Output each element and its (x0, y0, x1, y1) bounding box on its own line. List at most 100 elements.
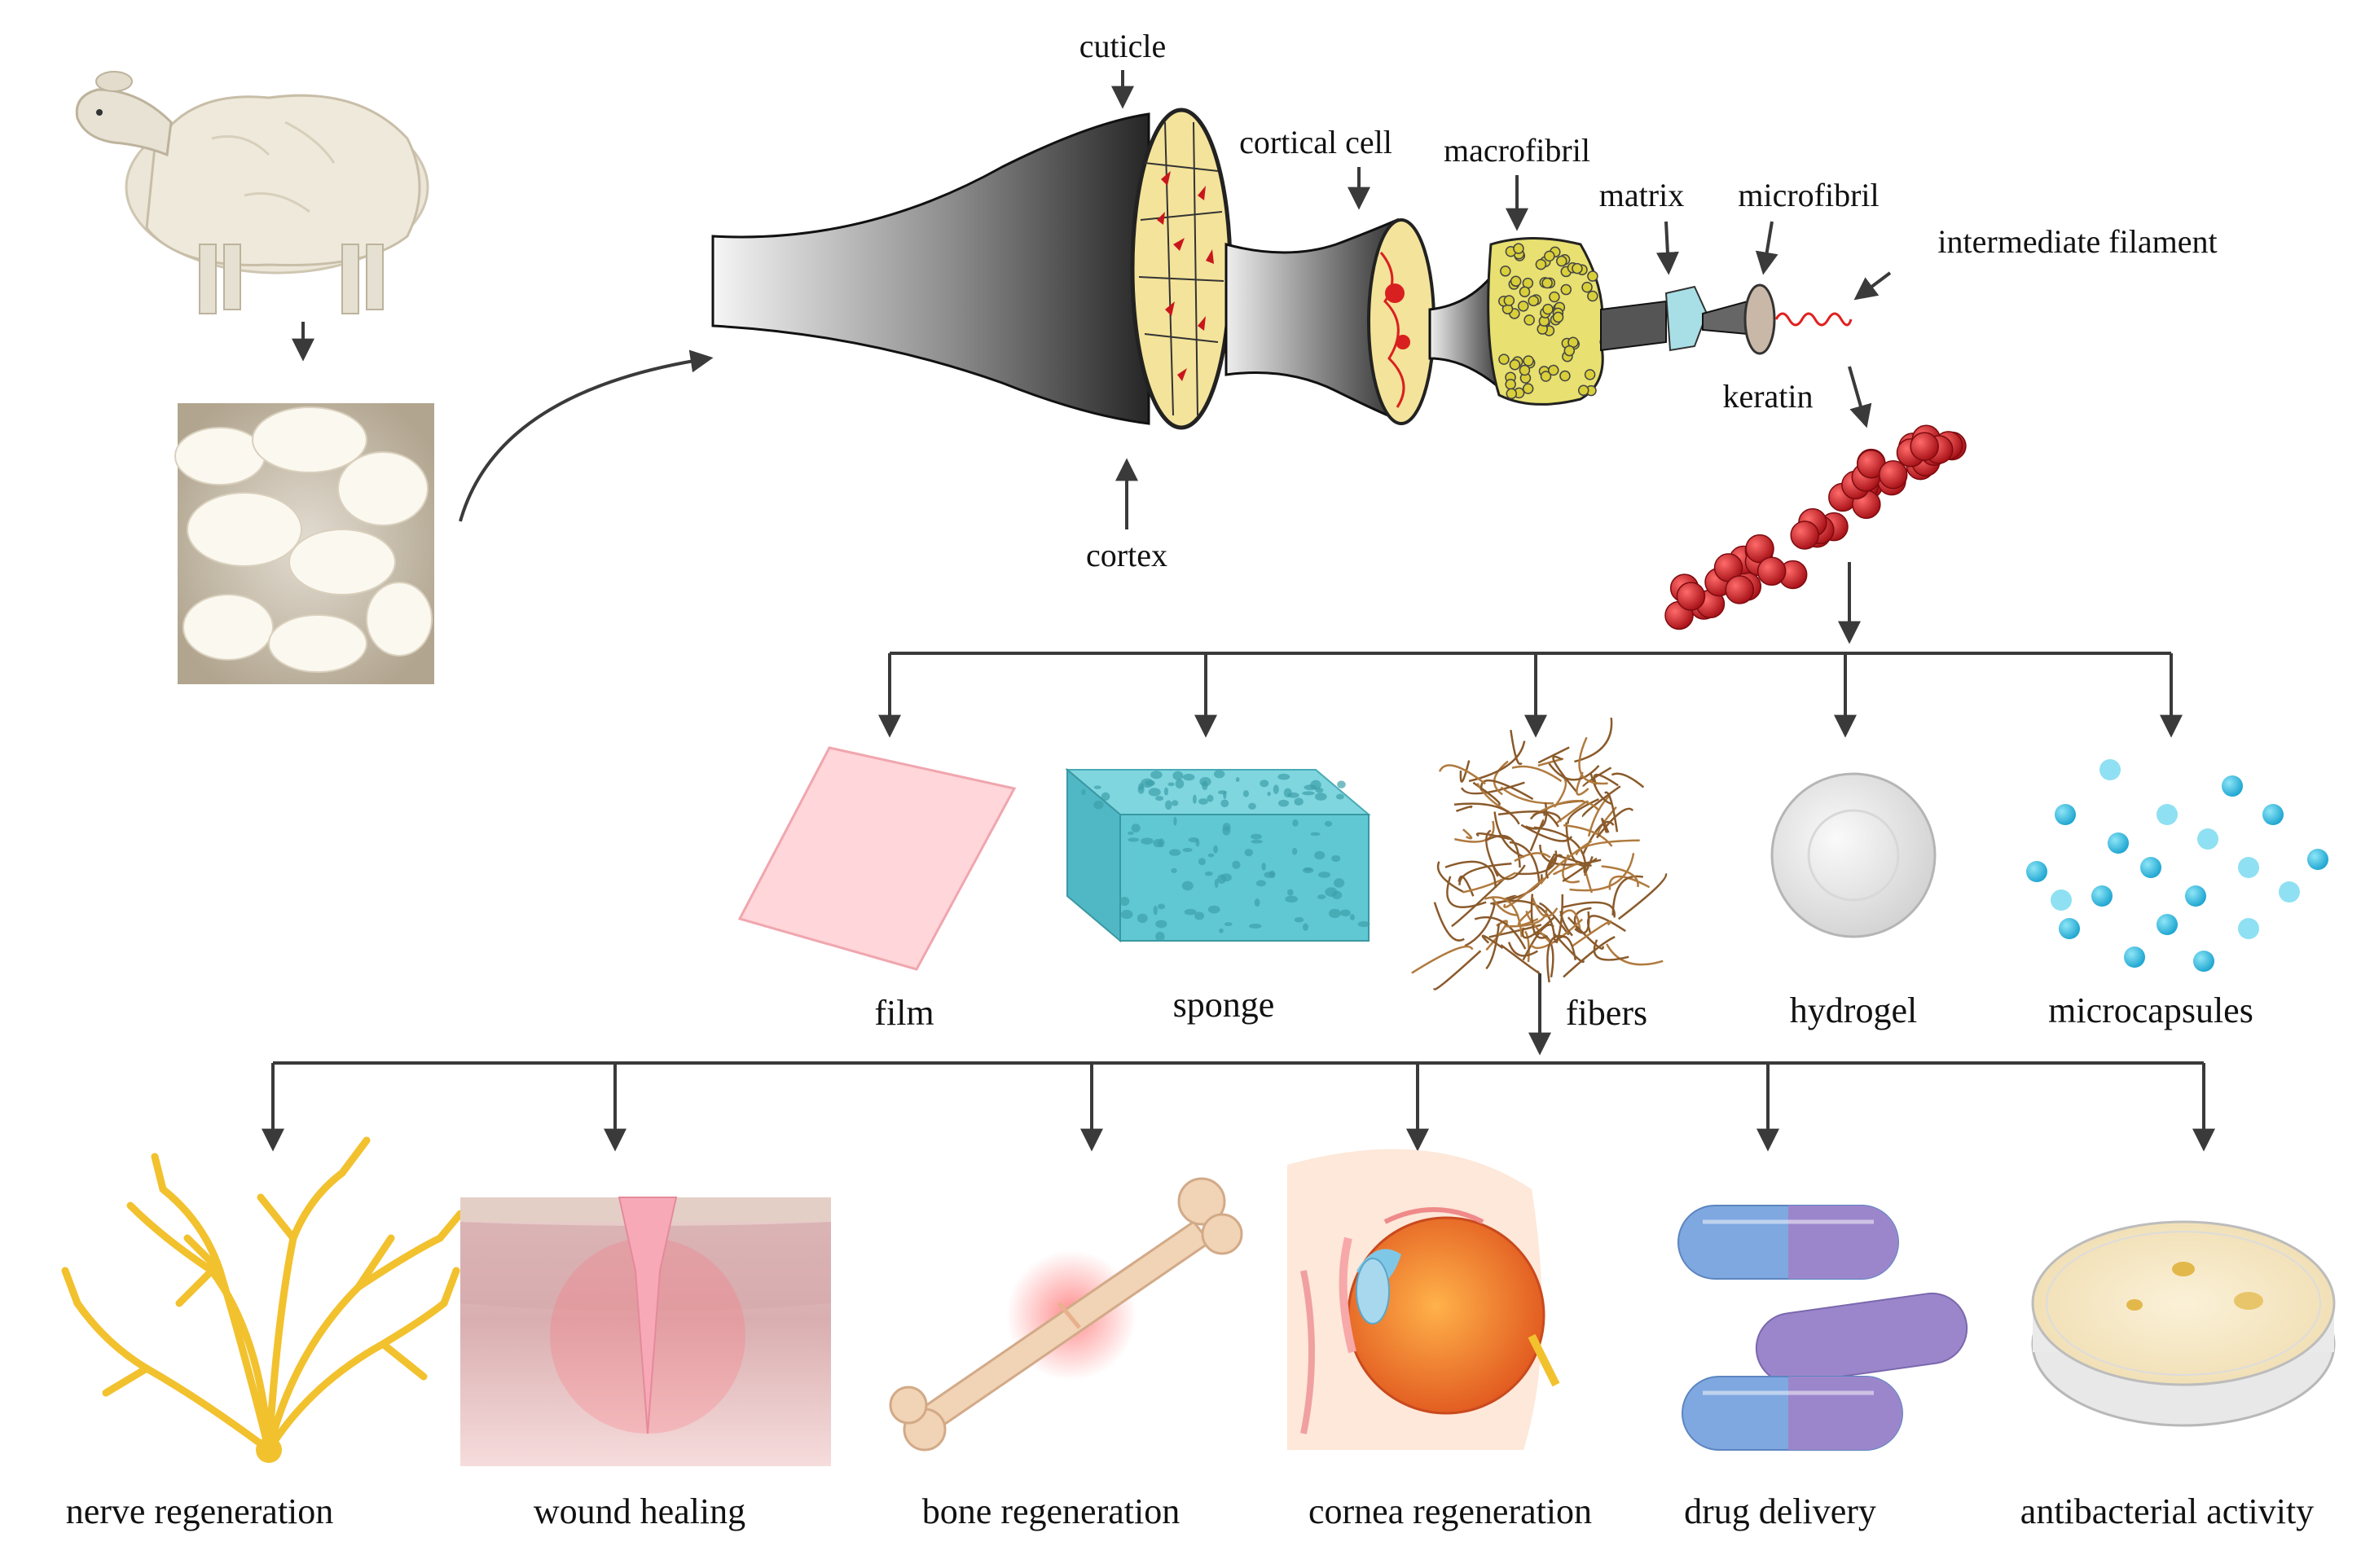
sponge-pore (1224, 922, 1233, 926)
fiber-strand (1433, 950, 1482, 990)
sponge-pore (1339, 909, 1351, 916)
sponge-pore (1264, 872, 1276, 878)
macrofibril-dot (1506, 388, 1518, 400)
macrofibril-dot (1548, 364, 1559, 376)
microcapsule-dot (2262, 804, 2284, 825)
fiber-strand (1603, 791, 1619, 832)
label-wound-healing: wound healing (534, 1491, 745, 1531)
keratin-protein-chain (1664, 424, 1967, 630)
sponge-pore (1182, 773, 1195, 781)
sponge-pore (1198, 858, 1206, 866)
fiber-strand (1521, 916, 1555, 939)
fiber-strand (1574, 717, 1613, 763)
sponge-pore (1294, 797, 1304, 806)
label-bone-regeneration: bone regeneration (922, 1491, 1180, 1531)
fiber-strand (1530, 894, 1549, 939)
label-antibacterial-activity: antibacterial activity (2020, 1491, 2314, 1531)
label-drug-delivery: drug delivery (1684, 1491, 1876, 1531)
sponge-pore (1207, 853, 1215, 858)
macrofibril-dot (1519, 364, 1531, 376)
fiber-strand (1581, 785, 1621, 818)
microcapsule-dot (2307, 849, 2328, 870)
macrofibril-dot (1513, 243, 1524, 254)
arrow-microfibril (1755, 221, 1778, 275)
macrofibril-dot (1528, 295, 1539, 307)
macrofibril-dot (1541, 277, 1553, 289)
sponge-pore (1287, 792, 1299, 798)
film-illustration (737, 746, 1017, 971)
fiber-strand (1446, 876, 1487, 908)
macrofibril-dot (1519, 286, 1531, 298)
keratin-sphere (1879, 459, 1908, 490)
wound-illustration (460, 1197, 831, 1466)
sponge-pore (1251, 839, 1263, 844)
fiber-strand (1500, 944, 1541, 974)
microcapsule-dot (2279, 881, 2300, 903)
sponge-pore (1254, 898, 1260, 907)
fiber-strand (1539, 844, 1602, 866)
sponge-pore (1153, 905, 1158, 916)
sponge-pore (1285, 895, 1299, 903)
raw-wool-photo (174, 403, 434, 684)
sponge-pore (1131, 824, 1141, 832)
sponge-pore (1310, 780, 1321, 790)
sponge-pore (1153, 838, 1163, 848)
sponge-pore (1128, 837, 1140, 842)
cornea-eye-illustration (1287, 1149, 1560, 1450)
sponge-pore (1213, 845, 1219, 854)
sponge-pore (1302, 791, 1315, 796)
sponge-pore (1184, 908, 1197, 916)
microcapsule-dot (2055, 804, 2076, 825)
sponge-pore (1249, 924, 1262, 929)
sponge-pore (1334, 878, 1345, 888)
fiber-strand (1474, 916, 1527, 950)
keratin-sphere (1745, 534, 1774, 564)
sponge-pore (1235, 777, 1240, 783)
sponge-pore (1119, 897, 1130, 907)
arrow-intermediate-filament (1853, 271, 1892, 301)
microcapsule-dot (2238, 857, 2259, 878)
sponge-pore (1163, 787, 1169, 796)
fiber-strand (1545, 854, 1555, 880)
macrofibril-dot (1563, 345, 1576, 357)
fiber-strand (1611, 772, 1645, 788)
macrofibril-dot (1500, 266, 1511, 277)
sponge-pore (1172, 771, 1184, 780)
fiber-strand (1479, 779, 1534, 801)
fiber-strand (1587, 794, 1611, 837)
fiber-strand (1458, 863, 1512, 885)
sponge-pore (1213, 770, 1225, 779)
sponge-pore (1248, 802, 1256, 810)
sponge-pore (1207, 794, 1214, 802)
fiber-strand (1514, 852, 1551, 863)
fiber-strand (1462, 828, 1473, 840)
sponge-pore (1302, 923, 1308, 931)
fiber-strand (1581, 820, 1615, 855)
arrow-matrix (1655, 221, 1679, 275)
sponge-pore (1155, 796, 1164, 802)
macrofibril-dot (1559, 370, 1571, 382)
fiber-strand (1552, 755, 1578, 793)
fiber-strand (1589, 773, 1612, 805)
macrofibril-dot (1549, 291, 1560, 303)
fiber-strand (1601, 865, 1639, 888)
fiber-strand (1459, 760, 1471, 783)
label-intermediate-filament: intermediate filament (1937, 223, 2217, 260)
fiber-strand (1484, 896, 1523, 938)
fiber-strand (1562, 857, 1598, 882)
fiber-strand (1548, 762, 1600, 781)
fiber-strand (1456, 805, 1473, 813)
fiber-strand (1525, 802, 1548, 830)
sponge-pore (1207, 905, 1220, 914)
fiber-strand (1596, 807, 1634, 839)
microcapsule-dot (2222, 775, 2243, 797)
sponge-pore (1194, 911, 1205, 920)
sponge-pore (1175, 779, 1185, 789)
macrofibril-dot (1542, 303, 1554, 315)
sponge-pore (1214, 878, 1219, 889)
sponge-pore (1317, 894, 1326, 899)
sponge-pore (1181, 881, 1194, 891)
sponge-pore (1317, 872, 1331, 878)
fiber-strand (1555, 800, 1589, 824)
bone-illustration (889, 1177, 1243, 1452)
